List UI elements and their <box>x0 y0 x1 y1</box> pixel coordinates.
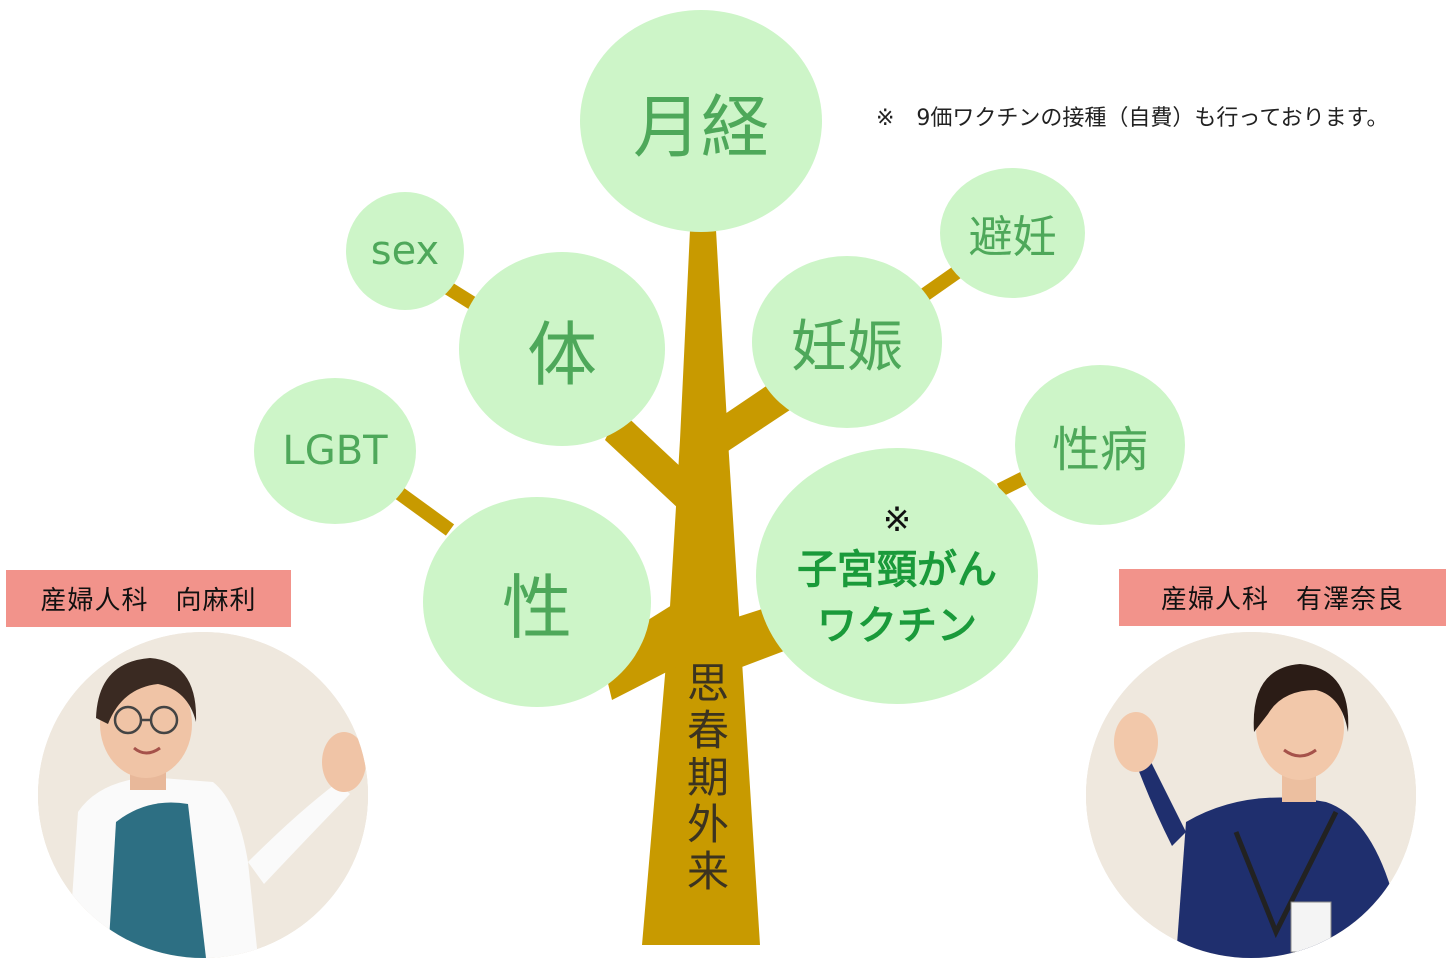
trunk-label: 思 春 期 外 来 <box>680 660 736 895</box>
doctor-left-illustration <box>38 632 368 958</box>
doctor-right-name: 産婦人科 有澤奈良 <box>1160 585 1404 615</box>
doctor-right-photo <box>1086 632 1416 958</box>
trunk <box>642 230 760 945</box>
trunk-char: 思 <box>686 659 729 708</box>
bubble-menstruation: 月経 <box>580 10 822 232</box>
vaccine-footnote: ※ 9価ワクチンの接種（自費）も行っております。 <box>876 106 1389 131</box>
bubble-vaccine: ※ 子宮頸がん ワクチン <box>756 448 1038 704</box>
bubble-menstruation-label: 月経 <box>632 88 769 168</box>
branch-left-upper <box>605 410 684 510</box>
doctor-left-name: 産婦人科 向麻利 <box>40 586 257 616</box>
bubble-gender-label: 性 <box>502 566 572 649</box>
trunk-char: 来 <box>686 847 729 896</box>
doctor-left-name-tag: 産婦人科 向麻利 <box>6 570 291 627</box>
bubble-sex: sex <box>346 192 464 310</box>
bubble-lgbt-label: LGBT <box>282 428 388 474</box>
trunk-char: 期 <box>686 753 729 802</box>
bubble-pregnancy: 妊娠 <box>752 256 942 428</box>
vaccine-label-line2: ワクチン <box>817 603 977 649</box>
bubble-lgbt: LGBT <box>254 378 416 524</box>
bubble-contraception-label: 避妊 <box>968 212 1057 263</box>
trunk-char: 春 <box>686 706 729 755</box>
twig-contraception <box>915 264 965 304</box>
doctor-right-name-tag: 産婦人科 有澤奈良 <box>1119 569 1446 626</box>
bubble-contraception: 避妊 <box>940 168 1085 298</box>
vaccine-note-mark: ※ <box>882 500 912 540</box>
bubble-body: 体 <box>459 252 665 446</box>
doctor-left-photo <box>38 632 368 958</box>
doctor-right-illustration <box>1086 632 1416 958</box>
twig-lgbt <box>390 484 455 536</box>
bubble-std: 性病 <box>1015 365 1185 525</box>
bubble-pregnancy-label: 妊娠 <box>791 314 903 380</box>
bubble-std-label: 性病 <box>1051 422 1148 478</box>
vaccine-label-line1: 子宮頸がん <box>797 547 997 593</box>
trunk-char: 外 <box>686 800 729 849</box>
bubble-sex-label: sex <box>370 228 440 274</box>
bubble-gender: 性 <box>423 497 651 707</box>
branch-left-lower <box>600 600 690 700</box>
bubble-body-label: 体 <box>527 313 597 396</box>
